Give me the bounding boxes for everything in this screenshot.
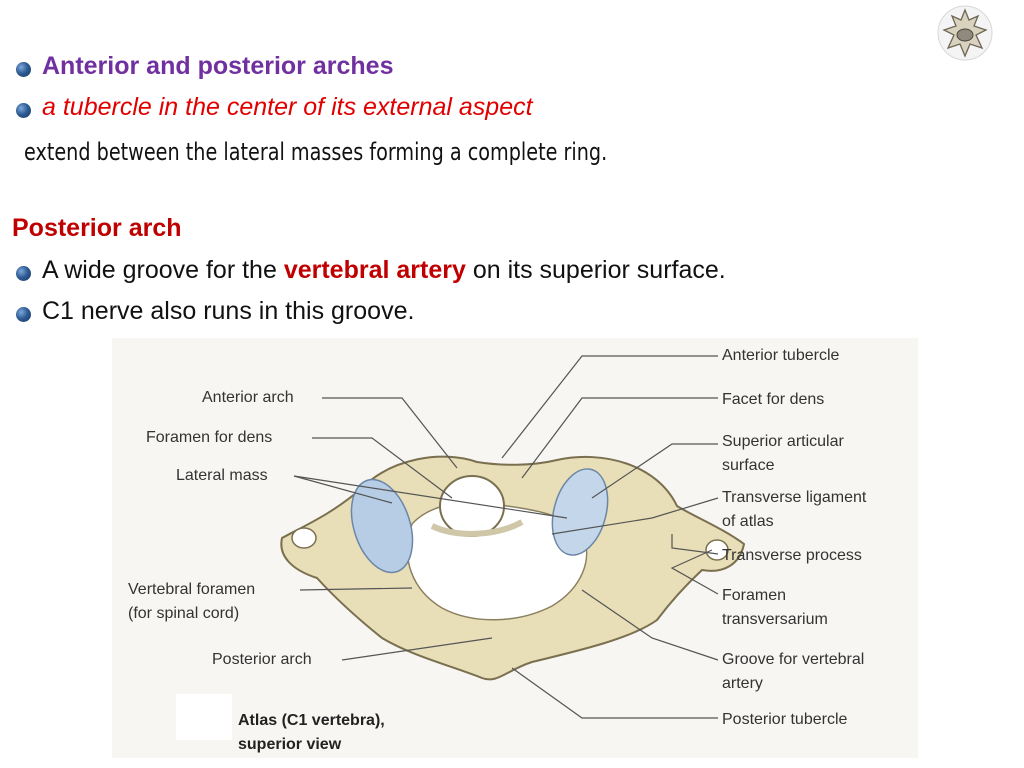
label-vertebral-foramen: Vertebral foramen (128, 581, 255, 598)
label-lateral-mass: Lateral mass (176, 467, 268, 484)
label-posterior-arch: Posterior arch (212, 651, 312, 668)
bullet-groove: A wide groove for the vertebral artery o… (42, 256, 726, 285)
label-superior-articular-sub: surface (722, 457, 775, 474)
vertebral-artery-highlight: vertebral artery (283, 256, 466, 284)
bullet-icon (16, 103, 31, 118)
label-facet-for-dens: Facet for dens (722, 391, 824, 408)
bullet-icon (16, 307, 31, 322)
atlas-diagram: Anterior arch Foramen for dens Lateral m… (128, 347, 867, 753)
bullet-c1-nerve: C1 nerve also runs in this groove. (42, 297, 415, 325)
label-foramen-transversarium-sub: transversarium (722, 611, 828, 628)
label-groove-vertebral-artery: Groove for vertebral (722, 651, 864, 668)
ring-description: extend between the lateral masses formin… (24, 138, 608, 166)
groove-text-before: A wide groove for the (42, 256, 284, 284)
label-transverse-ligament: Transverse ligament (722, 489, 867, 506)
label-posterior-tubercle: Posterior tubercle (722, 711, 847, 728)
bullet-tubercle: a tubercle in the center of its external… (42, 93, 533, 121)
section-heading: Posterior arch (12, 214, 182, 242)
label-vertebral-foramen-sub: (for spinal cord) (128, 605, 239, 622)
caption-blank-box (176, 694, 232, 740)
label-anterior-tubercle: Anterior tubercle (722, 347, 839, 364)
bullet-arches: Anterior and posterior arches (42, 52, 394, 80)
label-superior-articular: Superior articular (722, 433, 845, 450)
leader-lines (293, 355, 719, 719)
label-groove-vertebral-artery-sub: artery (722, 675, 763, 692)
figure-caption: Atlas (C1 vertebra), (238, 712, 385, 729)
label-transverse-ligament-sub: of atlas (722, 513, 774, 530)
label-anterior-arch: Anterior arch (202, 389, 294, 406)
figure-caption-sub: superior view (238, 736, 342, 753)
bullet-icon (16, 266, 31, 281)
groove-text-after: on its superior surface. (465, 256, 726, 284)
vertebra-icon (937, 5, 993, 61)
label-transverse-process: Transverse process (722, 547, 862, 564)
label-foramen-transversarium: Foramen (722, 587, 786, 604)
atlas-vertebra-illustration (280, 455, 746, 681)
atlas-figure: Anterior arch Foramen for dens Lateral m… (112, 338, 918, 758)
bullet-icon (16, 62, 31, 77)
label-foramen-for-dens: Foramen for dens (146, 429, 272, 446)
